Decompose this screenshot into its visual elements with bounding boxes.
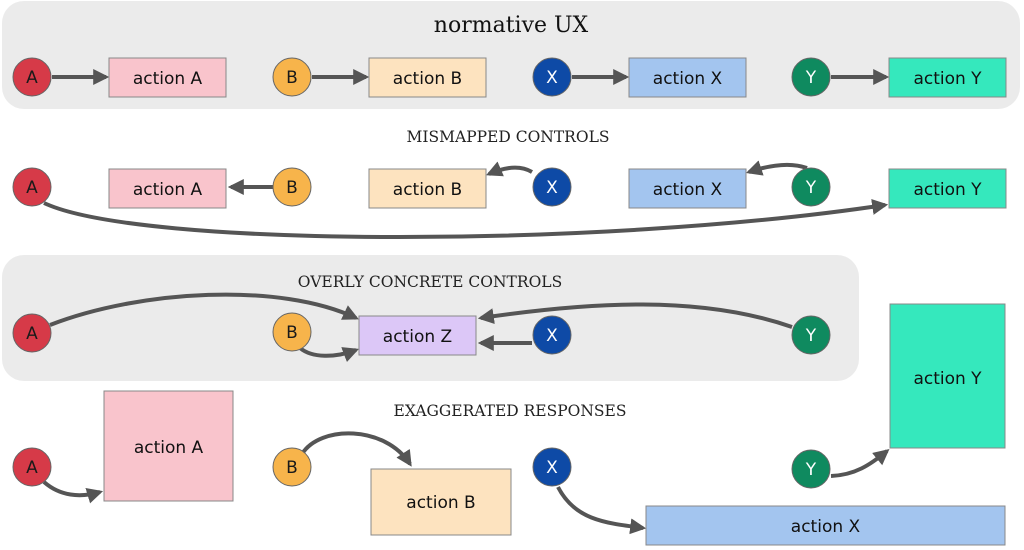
arrow-exaggerated-b	[300, 431, 412, 467]
action-x-box: action X	[628, 57, 747, 98]
svg-text:action X: action X	[653, 180, 723, 200]
section-title-normative: normative UX	[434, 13, 589, 38]
svg-text:A: A	[26, 458, 38, 478]
button-a-circle: A	[12, 447, 52, 487]
action-x-box: action X	[628, 168, 747, 209]
svg-text:A: A	[26, 178, 38, 198]
button-a-circle: A	[12, 313, 52, 353]
svg-text:X: X	[546, 68, 558, 88]
button-x-circle: X	[532, 57, 572, 97]
button-b-circle: B	[272, 57, 312, 97]
action-b-box: action B	[370, 468, 512, 536]
svg-text:action X: action X	[653, 69, 723, 89]
svg-text:action Y: action Y	[913, 369, 982, 389]
action-a-box: action A	[108, 57, 227, 98]
arrow-exaggerated-y	[830, 448, 890, 478]
svg-text:Y: Y	[805, 460, 817, 480]
section-title-mismapped: MISMAPPED CONTROLS	[407, 128, 610, 146]
button-a-circle: A	[12, 167, 52, 207]
svg-text:Y: Y	[805, 326, 817, 346]
svg-text:action A: action A	[133, 180, 203, 200]
action-x-box: action X	[645, 505, 1006, 546]
arrow-mismapped-y-to-x	[745, 160, 808, 176]
action-y-box: action Y	[889, 303, 1006, 449]
action-a-box: action A	[103, 390, 234, 502]
arrow-exaggerated-x	[556, 486, 647, 535]
arrow-concrete-y-to-z	[477, 302, 793, 329]
svg-text:A: A	[26, 68, 38, 88]
button-y-circle: Y	[791, 315, 831, 355]
svg-text:X: X	[546, 178, 558, 198]
svg-text:X: X	[546, 326, 558, 346]
svg-text:B: B	[286, 68, 298, 88]
button-y-circle: Y	[791, 449, 831, 489]
svg-text:action Y: action Y	[913, 180, 982, 200]
action-a-box: action A	[108, 168, 227, 209]
section-title-exaggerated: EXAGGERATED RESPONSES	[394, 402, 627, 420]
svg-text:action B: action B	[406, 493, 475, 513]
arrow-mismapped-a-to-y	[43, 198, 889, 239]
button-b-circle: B	[272, 447, 312, 487]
action-y-box: action Y	[888, 57, 1007, 98]
svg-text:X: X	[546, 458, 558, 478]
arrow-mismapped-x-to-b	[486, 161, 534, 177]
svg-text:B: B	[286, 458, 298, 478]
svg-text:action A: action A	[134, 438, 204, 458]
button-y-circle: Y	[791, 167, 831, 207]
arrow-concrete-b-to-z	[298, 346, 359, 363]
svg-text:B: B	[286, 323, 298, 343]
svg-text:action A: action A	[133, 69, 203, 89]
svg-text:A: A	[26, 324, 38, 344]
action-y-box: action Y	[888, 168, 1007, 209]
section-title-overly-concrete: OVERLY CONCRETE CONTROLS	[298, 273, 562, 291]
svg-text:action B: action B	[393, 180, 462, 200]
svg-text:B: B	[286, 178, 298, 198]
action-b-box: action B	[368, 168, 487, 209]
svg-text:Y: Y	[805, 178, 817, 198]
svg-text:action X: action X	[791, 517, 861, 537]
button-a-circle: A	[12, 57, 52, 97]
button-y-circle: Y	[791, 57, 831, 97]
svg-text:action B: action B	[393, 69, 462, 89]
normative-panel	[2, 1, 1020, 109]
arrow-exaggerated-a	[42, 480, 104, 504]
button-x-circle: X	[532, 167, 572, 207]
button-x-circle: X	[532, 447, 572, 487]
button-x-circle: X	[532, 315, 572, 355]
svg-text:action Z: action Z	[383, 327, 452, 347]
arrow-concrete-a-to-z	[49, 292, 359, 327]
action-b-box: action B	[368, 57, 487, 98]
action-z-box: action Z	[358, 315, 477, 356]
button-b-circle: B	[272, 167, 312, 207]
button-b-circle: B	[272, 312, 312, 352]
svg-text:Y: Y	[805, 68, 817, 88]
svg-text:action Y: action Y	[913, 69, 982, 89]
